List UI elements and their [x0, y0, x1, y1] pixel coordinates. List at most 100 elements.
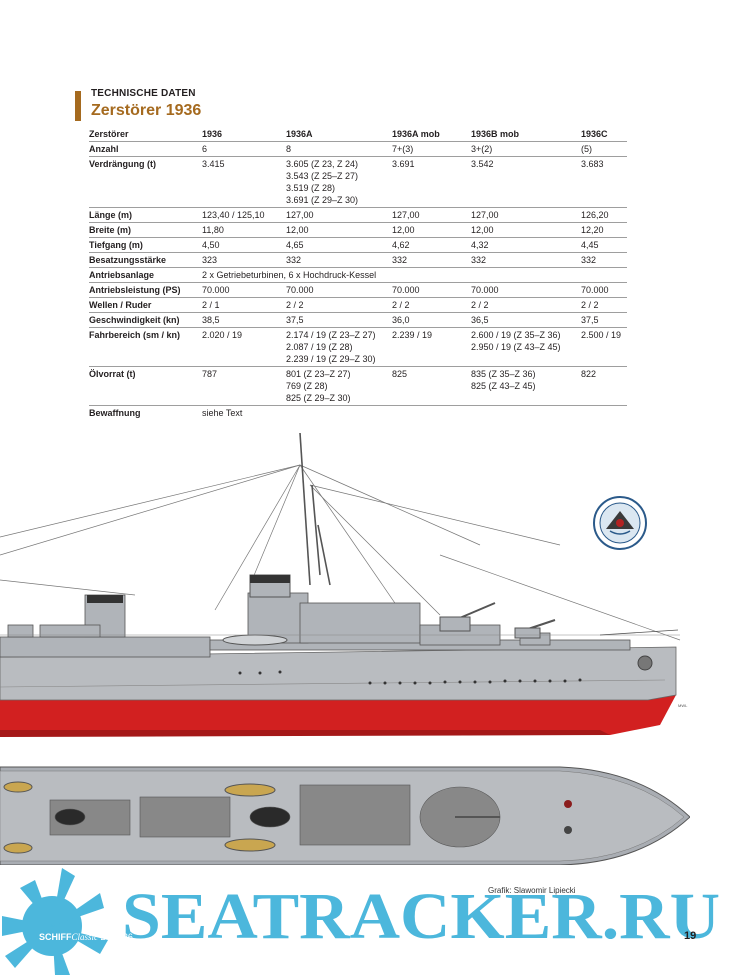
table-cell: 3.542 — [471, 156, 581, 208]
technical-data-table: Zerstörer 1936 1936A 1936A mob 1936B mob… — [89, 127, 627, 420]
table-cell: 7+(3) — [392, 141, 471, 157]
table-cell: 37,5 — [581, 312, 627, 328]
table-cell: 12,00 — [286, 222, 392, 238]
magazine-footer: SCHIFFClassic 2 | 2026 — [39, 932, 133, 942]
column-header: Zerstörer — [89, 127, 202, 142]
table-cell: 4,32 — [471, 237, 581, 253]
table-cell: 127,00 — [471, 207, 581, 223]
table-cell: 835 (Z 35–Z 36) 825 (Z 43–Z 45) — [471, 366, 581, 406]
table-cell: 70.000 — [581, 282, 627, 298]
table-cell: 3.691 — [392, 156, 471, 208]
table-cell: 123,40 / 125,10 — [202, 207, 286, 223]
table-cell: 37,5 — [286, 312, 392, 328]
table-cell: 332 — [286, 252, 392, 268]
row-label: Länge (m) — [89, 207, 202, 223]
footer-band — [2, 868, 108, 975]
table-cell: 2 / 2 — [471, 297, 581, 313]
artist-initials: MWL — [678, 703, 688, 708]
accent-bar — [75, 91, 81, 121]
column-header: 1936A mob — [392, 127, 471, 142]
table-cell: 11,80 — [202, 222, 286, 238]
table-cell: 2 / 2 — [392, 297, 471, 313]
table-cell: 127,00 — [286, 207, 392, 223]
section-kicker: TECHNISCHE DATEN — [91, 88, 196, 99]
graphic-credit: Grafik: Slawomir Lipiecki — [488, 886, 576, 895]
table-cell: 2 / 1 — [202, 297, 286, 313]
column-header: 1936A — [286, 127, 392, 142]
section-title: Zerstörer 1936 — [91, 102, 202, 119]
table-cell: siehe Text — [202, 408, 243, 418]
row-label: Antriebsanlage — [89, 267, 202, 283]
table-cell: 127,00 — [392, 207, 471, 223]
table-cell: 70.000 — [202, 282, 286, 298]
row-label: Besatzungsstärke — [89, 252, 202, 268]
table-cell: 3+(2) — [471, 141, 581, 157]
row-label: Wellen / Ruder — [89, 297, 202, 313]
sunburst-logo — [2, 868, 108, 975]
row-label: Ölvorrat (t) — [89, 366, 202, 406]
table-cell: 2.600 / 19 (Z 35–Z 36) 2.950 / 19 (Z 43–… — [471, 327, 581, 367]
table-cell: 3.683 — [581, 156, 627, 208]
row-label: Antriebsleistung (PS) — [89, 282, 202, 298]
page-number: 19 — [684, 930, 697, 942]
table-cell: 8 — [286, 141, 392, 157]
row-label: Fahrbereich (sm / kn) — [89, 327, 202, 367]
table-cell: 2.500 / 19 — [581, 327, 627, 367]
row-label: Tiefgang (m) — [89, 237, 202, 253]
magazine-suffix: Classic — [71, 932, 99, 942]
table-cell: 2.174 / 19 (Z 23–Z 27) 2.087 / 19 (Z 28)… — [286, 327, 392, 367]
table-cell: 2 x Getriebeturbinen, 6 x Hochdruck-Kess… — [202, 267, 627, 283]
destroyer-profile-illustration: MWL — [0, 432, 690, 865]
table-cell: 70.000 — [471, 282, 581, 298]
table-cell: 4,65 — [286, 237, 392, 253]
table-cell: 822 — [581, 366, 627, 406]
table-cell: 6 — [202, 141, 286, 157]
table-cell: 12,20 — [581, 222, 627, 238]
table-cell: 70.000 — [286, 282, 392, 298]
row-label: Anzahl — [89, 141, 202, 157]
table-cell: 38,5 — [202, 312, 286, 328]
column-header: 1936C — [581, 127, 627, 142]
table-cell: 4,62 — [392, 237, 471, 253]
table-cell: 4,45 — [581, 237, 627, 253]
table-cell: 36,5 — [471, 312, 581, 328]
table-cell: (5) — [581, 141, 627, 157]
table-cell: 12,00 — [471, 222, 581, 238]
table-cell: 323 — [202, 252, 286, 268]
column-header: 1936 — [202, 127, 286, 142]
table-cell: 2.020 / 19 — [202, 327, 286, 367]
table-cell: 70.000 — [392, 282, 471, 298]
table-cell: 36,0 — [392, 312, 471, 328]
artist-seal — [593, 496, 647, 550]
table-cell: 332 — [392, 252, 471, 268]
table-cell: 801 (Z 23–Z 27) 769 (Z 28) 825 (Z 29–Z 3… — [286, 366, 392, 406]
row-label: Breite (m) — [89, 222, 202, 238]
table-cell: 332 — [581, 252, 627, 268]
table-cell: 2.239 / 19 — [392, 327, 471, 367]
table-cell: 332 — [471, 252, 581, 268]
table-cell: 787 — [202, 366, 286, 406]
watermark-text: SEATRACKER.RU — [122, 882, 720, 952]
row-label: Verdrängung (t) — [89, 156, 202, 208]
table-cell: 825 — [392, 366, 471, 406]
column-header: 1936B mob — [471, 127, 581, 142]
table-cell: 2 / 2 — [286, 297, 392, 313]
table-cell: 12,00 — [392, 222, 471, 238]
table-cell: 3.605 (Z 23, Z 24) 3.543 (Z 25–Z 27) 3.5… — [286, 156, 392, 208]
magazine-name: SCHIFF — [39, 932, 72, 942]
row-label: Geschwindigkeit (kn) — [89, 312, 202, 328]
table-header-row: Zerstörer 1936 1936A 1936A mob 1936B mob… — [89, 127, 627, 142]
issue-number: 2 | 2026 — [100, 932, 133, 942]
table-cell: 4,50 — [202, 237, 286, 253]
